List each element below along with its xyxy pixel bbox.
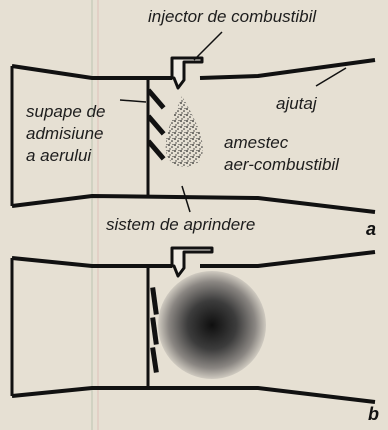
nozzle-leader-line xyxy=(315,67,347,87)
label-valves-line3: a aerului xyxy=(26,146,92,165)
engine-top-wall-b xyxy=(11,250,376,268)
label-mixture-line1: amestec xyxy=(224,133,289,152)
panel-a: injector de combustibil ajutaj supape de… xyxy=(10,7,376,239)
fuel-injector-a xyxy=(170,56,204,90)
panel-letter-a: a xyxy=(366,219,376,239)
intake-valves-open xyxy=(146,88,166,161)
engine-top-wall-a xyxy=(11,58,376,80)
combustion-burst xyxy=(158,271,266,379)
panel-b: b xyxy=(10,246,379,424)
intake-valves-closed xyxy=(150,287,159,373)
label-ignition: sistem de aprindere xyxy=(106,215,255,234)
label-mixture-line2: aer-combustibil xyxy=(224,155,340,174)
label-valves-line2: admisiune xyxy=(26,124,104,143)
fuel-air-spray xyxy=(165,96,203,167)
injector-leader-line xyxy=(193,31,223,61)
fuel-injector-b xyxy=(170,246,214,278)
valves-leader-line xyxy=(119,99,147,103)
panel-letter-b: b xyxy=(368,404,379,424)
label-injector: injector de combustibil xyxy=(148,7,317,26)
ignition-leader-line xyxy=(181,185,191,213)
label-nozzle: ajutaj xyxy=(276,94,318,113)
engine-bottom-wall-a xyxy=(11,193,376,214)
engine-bottom-wall-b xyxy=(11,386,376,404)
label-valves-line1: supape de xyxy=(26,102,105,121)
